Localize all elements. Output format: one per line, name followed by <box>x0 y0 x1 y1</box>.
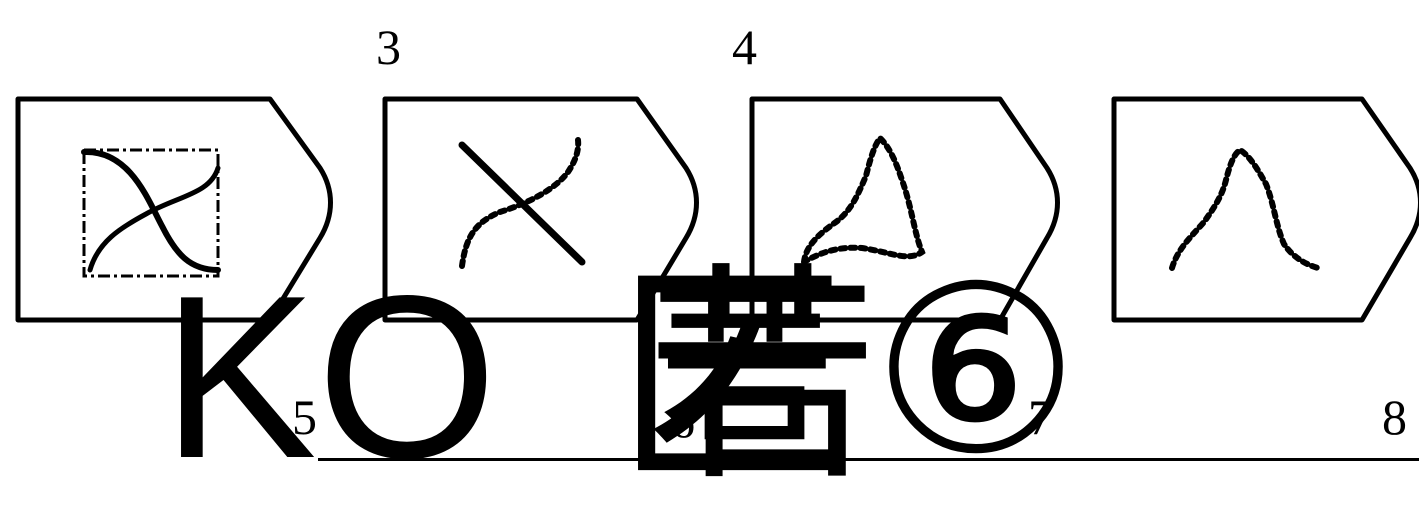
crossed-curves-icon <box>81 148 221 273</box>
panel-1-inset-box <box>82 148 220 278</box>
overlay-text-kanji-2: 若 <box>646 243 879 513</box>
overlay-text-circled-six: ⑥ <box>872 236 1080 506</box>
panel-4-outline <box>1111 96 1419 323</box>
baseline-rule <box>318 458 1419 461</box>
crossed-curves-icon-b <box>87 165 221 273</box>
overlay-text-kanji-1: 匿 <box>616 243 849 513</box>
panel-3 <box>749 96 1060 323</box>
label-bottom-6: 6 <box>670 392 695 448</box>
panel-3-outline <box>749 96 1060 323</box>
overlay-text-ko: KO <box>162 248 498 507</box>
panel-2 <box>382 96 699 323</box>
cross-stroke-dotted-arc <box>459 137 582 269</box>
closed-dotted-loop-icon <box>801 133 926 265</box>
panel-4 <box>1111 96 1419 323</box>
label-top-4: 4 <box>732 19 757 75</box>
label-bottom-7: 7 <box>1028 389 1053 445</box>
panel-1 <box>15 96 333 323</box>
label-bottom-8: 8 <box>1382 389 1407 445</box>
label-bottom-5: 5 <box>292 389 317 445</box>
open-dotted-stroke-icon <box>1169 146 1321 271</box>
label-top-3: 3 <box>376 19 401 75</box>
